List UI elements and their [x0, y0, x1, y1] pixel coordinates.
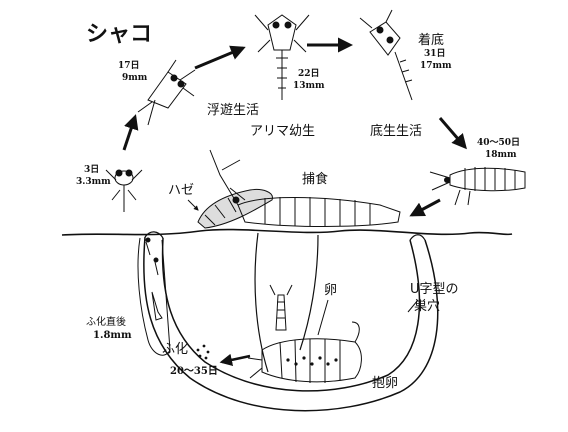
goby-label: ハゼ	[168, 183, 195, 198]
burrow-opening-left	[144, 231, 164, 239]
day40-size: 18mm	[485, 150, 517, 160]
egg-leader-line	[317, 299, 329, 336]
burrow-shrimp-illustration	[269, 284, 293, 331]
day22-label: 22日	[298, 69, 320, 79]
planktonic-label: 浮遊生活	[207, 103, 260, 118]
settle-size: 17mm	[420, 61, 452, 71]
benthic-label: 底生生活	[370, 124, 423, 139]
settling-larva-illustration	[359, 9, 413, 101]
burrow-shaft	[254, 232, 319, 373]
hatching-larvae-dots	[196, 344, 210, 360]
juvenile-illustration	[429, 167, 526, 206]
hatchling-larvae-illustration	[145, 237, 163, 321]
arrow-goby	[187, 199, 199, 211]
day3-label: 3日	[84, 165, 100, 175]
hatchling-shaft	[137, 237, 171, 356]
brooding-label: 抱卵	[372, 376, 399, 391]
egg-label: 卵	[324, 283, 338, 298]
adult-mantis-shrimp-illustration	[209, 149, 401, 227]
settle-day: 31日	[424, 49, 446, 59]
predation-label: 捕食	[302, 172, 329, 187]
arrow-to-hatching	[219, 353, 251, 367]
settle-label: 着底	[418, 33, 445, 48]
burrow-outer	[143, 236, 439, 412]
arrow-day40-to-predation	[409, 198, 441, 217]
arrow-day17-to-day22	[194, 45, 246, 70]
goby-illustration	[197, 189, 273, 229]
arrow-settle-to-day40	[438, 117, 467, 150]
burrow-label-line2: 巣穴	[414, 299, 441, 314]
day17-size: 9mm	[122, 73, 148, 83]
larva-day17-illustration	[137, 59, 196, 126]
day40-label: 40〜50日	[477, 138, 521, 148]
day17-label: 17日	[118, 61, 140, 71]
alima-larva-illustration	[254, 14, 310, 100]
day22-size: 13mm	[293, 81, 325, 91]
day3-size: 3.3mm	[76, 177, 111, 187]
brooding-female-illustration	[247, 321, 362, 383]
arrow-day3-to-day17	[122, 114, 139, 151]
seabed-line	[61, 228, 513, 236]
hatch-label: ふ化直後	[86, 317, 126, 328]
burrow-inner	[161, 237, 421, 392]
burrow-leader-line	[407, 299, 419, 313]
larva-day3-illustration	[105, 169, 143, 212]
burrow-label-line1: U字型の	[410, 282, 459, 297]
alima-larva-label: アリマ幼生	[250, 124, 316, 139]
hatching-label: ふ化	[162, 342, 189, 357]
diagram-title: シャコ	[86, 22, 153, 47]
hatching-days: 20〜35日	[170, 366, 218, 377]
hatch-size: 1.8mm	[93, 330, 132, 341]
burrow-opening-right	[409, 234, 426, 241]
